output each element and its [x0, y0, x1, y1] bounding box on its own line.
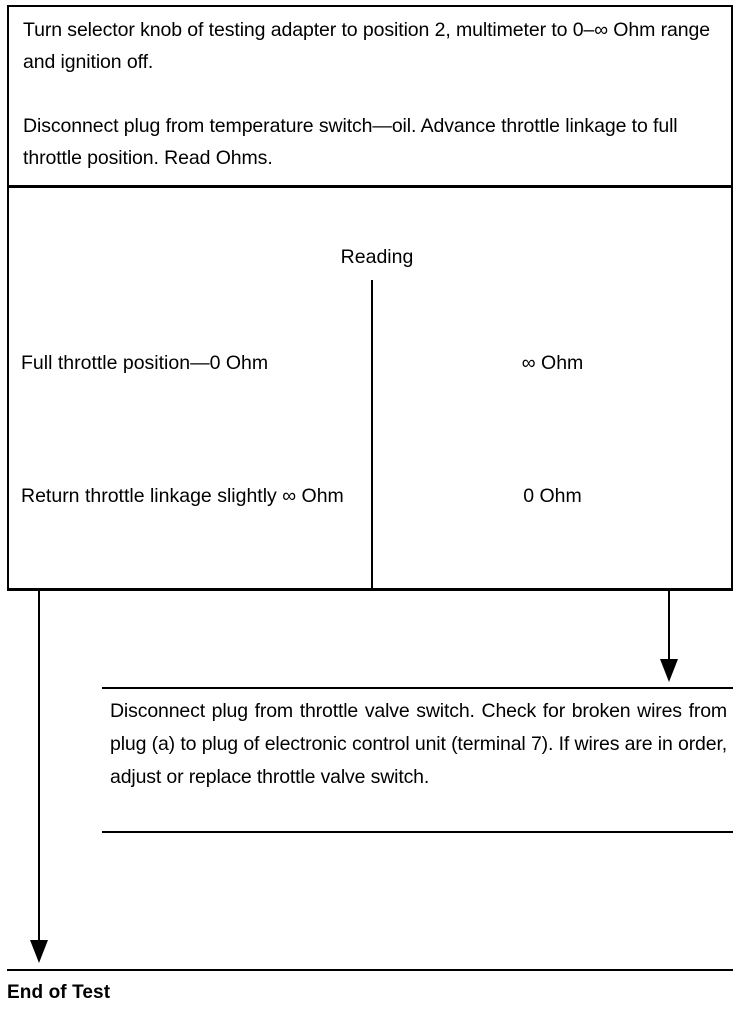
reading-column-header: Reading: [340, 246, 414, 268]
table-row-label-2: Return throttle linkage slightly ∞ Ohm: [21, 485, 344, 507]
instruction-paragraph-2: Disconnect plug from temperature switch—…: [23, 115, 678, 169]
reading-table-box: Reading Full throttle position—0 Ohm ∞ O…: [7, 188, 733, 591]
bottom-divider-rule: [7, 969, 733, 971]
end-of-test-label: End of Test: [7, 982, 111, 1003]
instruction-paragraph-1: Turn selector knob of testing adapter to…: [23, 19, 710, 73]
table-row-label-1: Full throttle position—0 Ohm: [21, 352, 269, 374]
result-text: Disconnect plug from throttle valve swit…: [110, 700, 727, 788]
result-box: Disconnect plug from throttle valve swit…: [102, 687, 733, 833]
instruction-box: Turn selector knob of testing adapter to…: [7, 5, 733, 188]
left-branch-arrow-icon: [30, 940, 48, 963]
right-branch-connector-line: [668, 591, 670, 664]
table-row-value-1: ∞ Ohm: [521, 352, 584, 374]
right-branch-arrow-icon: [660, 659, 678, 682]
table-row-value-2: 0 Ohm: [523, 485, 582, 507]
left-branch-connector-line: [38, 591, 40, 946]
reading-column-divider: [371, 280, 373, 589]
